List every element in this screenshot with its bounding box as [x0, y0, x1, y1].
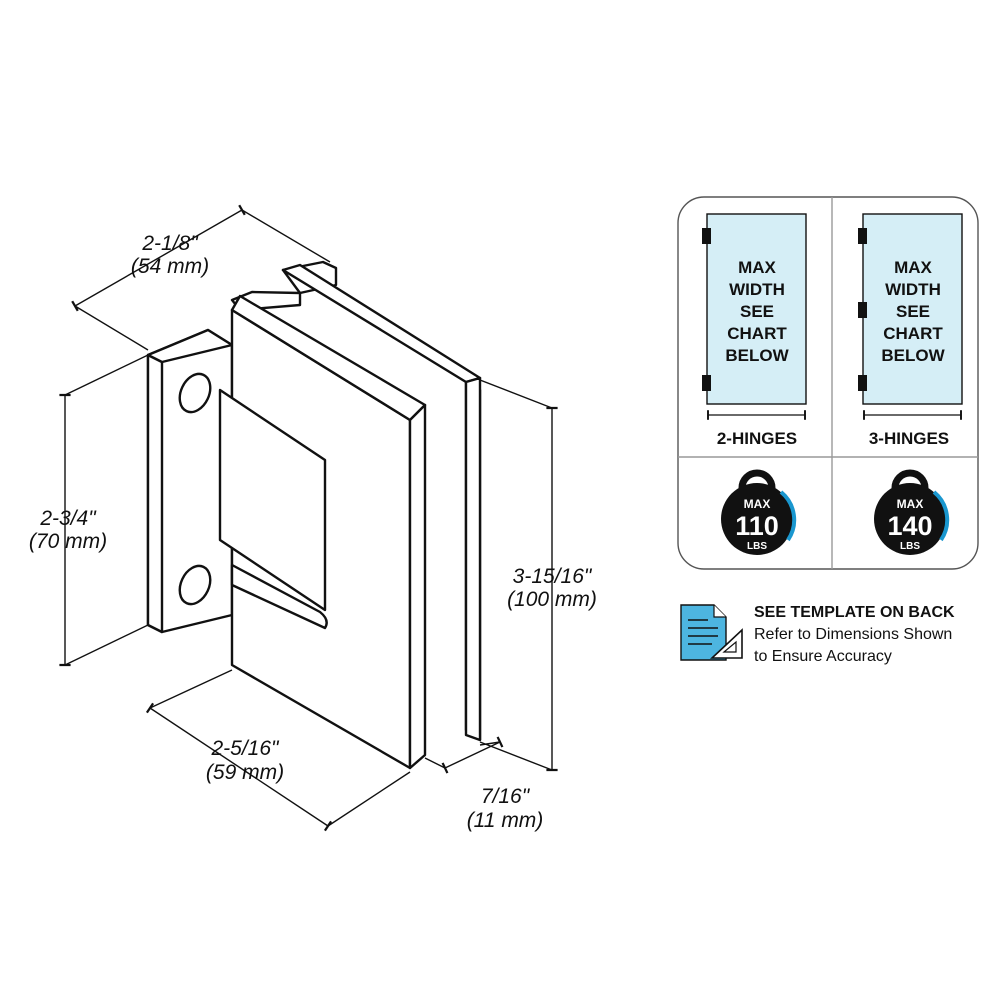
hinge-icon	[858, 375, 867, 391]
dim-glass-gap-metric: (11 mm)	[467, 809, 544, 832]
template-note-line1: Refer to Dimensions Shown	[754, 626, 952, 643]
dim-width-metric: (59 mm)	[206, 761, 284, 784]
door-text-line: WIDTH	[729, 280, 785, 299]
hinge-drawing	[146, 260, 482, 770]
door-text-line: CHART	[883, 324, 943, 343]
dim-overall-height-label: 3-15/16"	[513, 565, 593, 588]
panel-label: 3-HINGES	[869, 429, 949, 448]
panel-two-hinges: MAX WIDTH SEE CHART BELOW 2-HINGES MAX 1…	[702, 213, 807, 555]
hinge-clamp-front-side	[408, 403, 427, 770]
document-ruler-icon	[680, 604, 743, 661]
badge-value: 140	[887, 511, 932, 541]
door-text-line: SEE	[740, 302, 774, 321]
door-text-line: CHART	[727, 324, 787, 343]
door-text-line: SEE	[896, 302, 930, 321]
weight-icon: MAX 140 LBS	[874, 469, 950, 555]
template-note-line2: to Ensure Accuracy	[754, 648, 892, 665]
weight-icon: MAX 110 LBS	[721, 469, 797, 555]
badge-unit: LBS	[747, 541, 767, 552]
badge-unit: LBS	[900, 541, 920, 552]
badge-value: 110	[735, 511, 779, 541]
badge-top: MAX	[744, 497, 771, 511]
badge-top: MAX	[897, 497, 924, 511]
hinge-icon	[702, 375, 711, 391]
hinge-knuckle-lip	[230, 563, 328, 630]
dim-leaf-height-label: 2-3/4"	[39, 507, 97, 530]
door-text-line: MAX	[738, 258, 776, 277]
door-text-line: BELOW	[881, 346, 945, 365]
hinge-wall-plate-edge	[146, 353, 164, 634]
panel-label: 2-HINGES	[717, 429, 797, 448]
hinge-knuckle	[218, 388, 327, 612]
hinge-icon	[858, 228, 867, 244]
hinge-icon	[702, 228, 711, 244]
dim-depth-metric: (54 mm)	[131, 255, 209, 278]
panel-three-hinges: MAX WIDTH SEE CHART BELOW 3-HINGES MAX 1…	[858, 213, 963, 555]
door-text-line: WIDTH	[885, 280, 941, 299]
hinge-clamp-rear-side	[464, 376, 482, 742]
glass-door	[706, 213, 807, 405]
dim-depth-label: 2-1/8"	[141, 232, 199, 255]
template-note-title: SEE TEMPLATE ON BACK	[754, 604, 955, 621]
dim-leaf-height-metric: (70 mm)	[29, 530, 107, 553]
door-text-line: BELOW	[725, 346, 789, 365]
door-text-line: MAX	[894, 258, 932, 277]
dim-overall-height-metric: (100 mm)	[507, 588, 597, 611]
dim-width-label: 2-5/16"	[211, 737, 281, 760]
dim-glass-gap-label: 7/16"	[481, 785, 531, 808]
hinge-icon	[858, 302, 867, 318]
dimension-lines	[59, 204, 558, 832]
glass-door	[862, 213, 963, 405]
mounting-hole-top	[178, 372, 212, 414]
mounting-hole-bottom	[178, 564, 212, 606]
